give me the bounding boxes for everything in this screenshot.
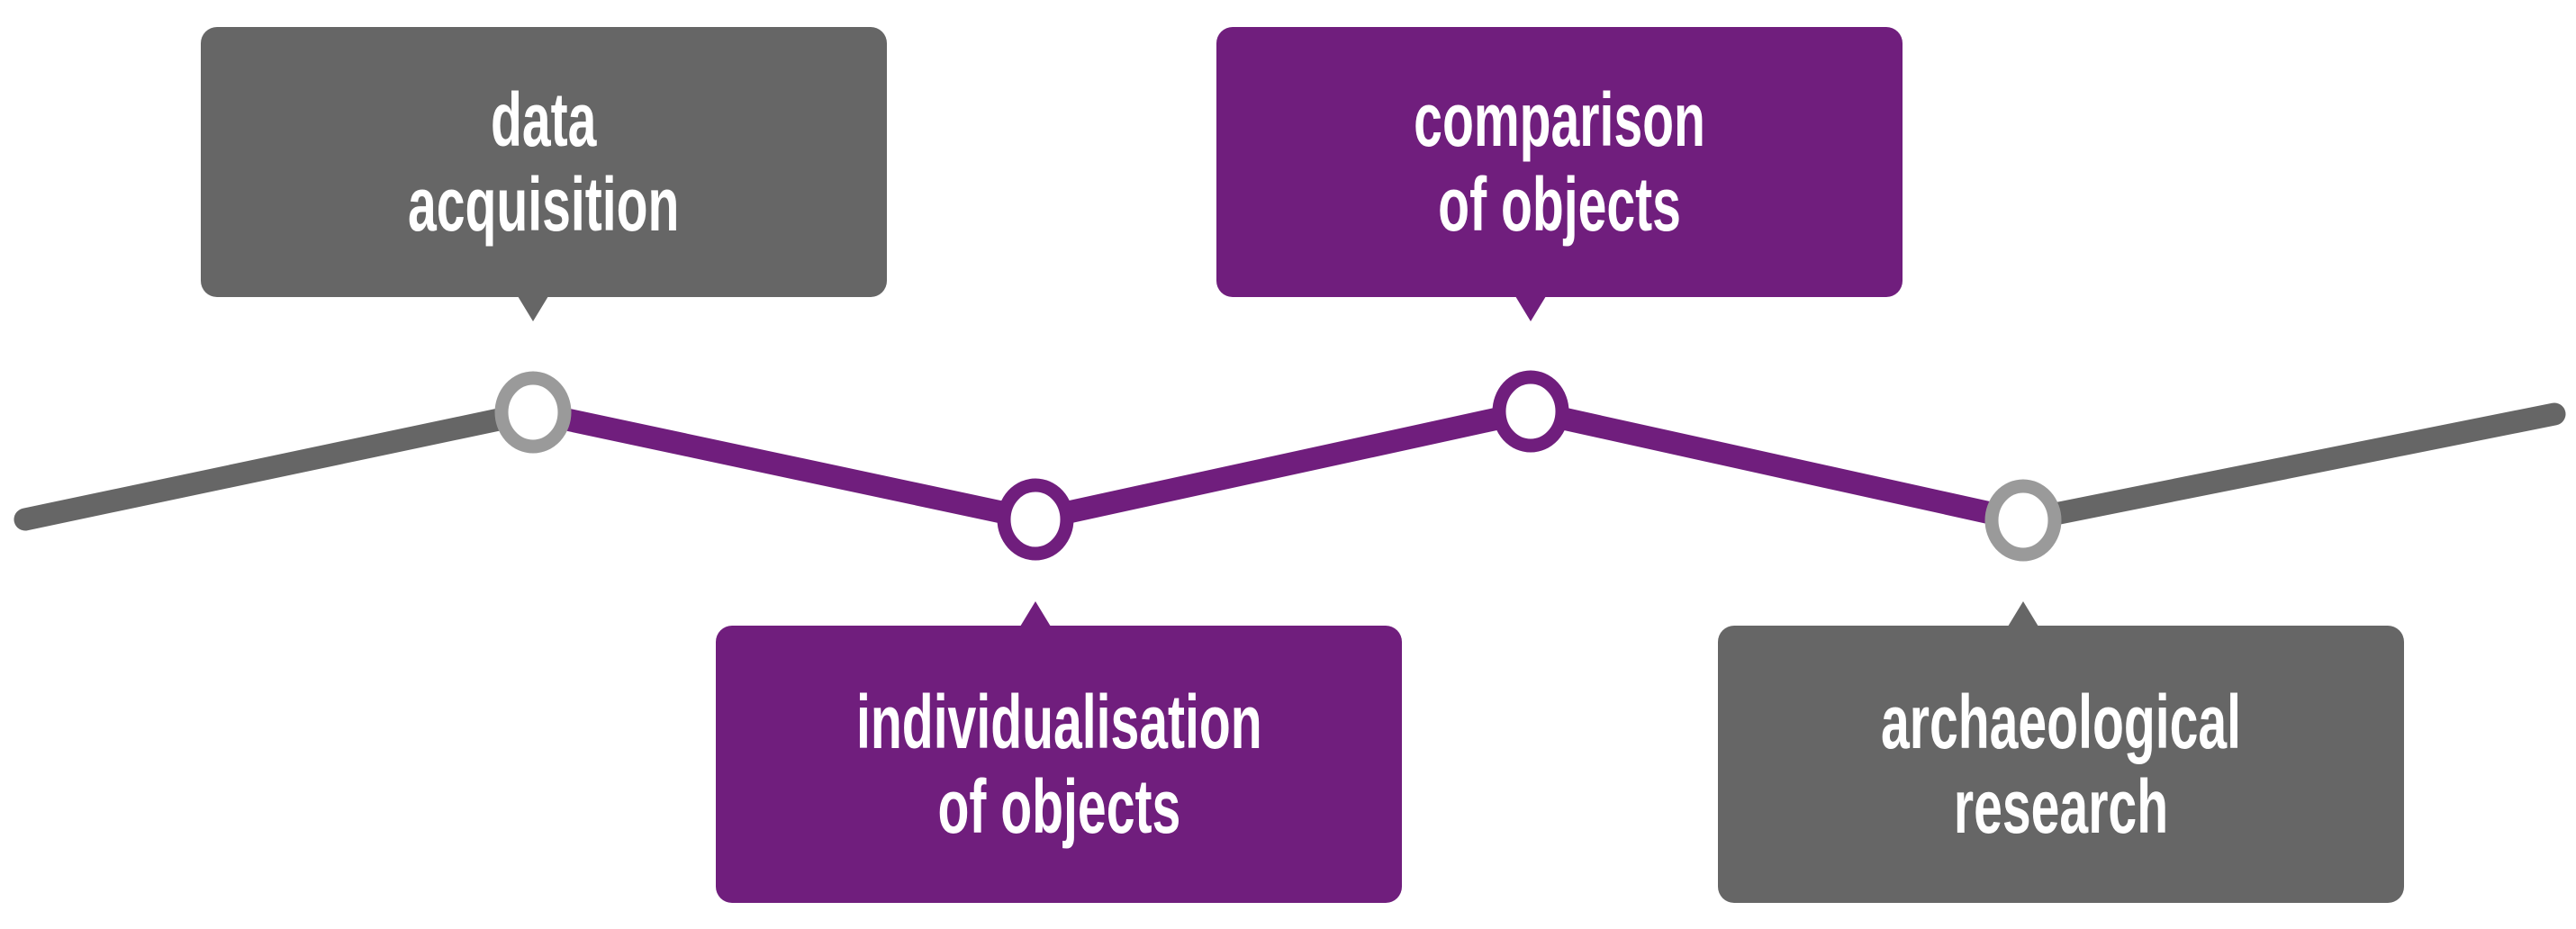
stage-label-data-acquisition: data acquisition xyxy=(408,77,680,247)
line-segment-start-gray xyxy=(14,401,545,531)
stage-bubble-data-acquisition: data acquisition xyxy=(201,27,887,321)
node-3-comparison xyxy=(1492,370,1569,453)
line-segment-3-4-purple xyxy=(1528,400,2026,532)
stage-bubble-archaeological-research: archaeological research xyxy=(1718,601,2404,903)
node-1-data-acquisition xyxy=(494,371,572,454)
node-4-archaeological xyxy=(1984,479,2062,562)
stage-label-individualisation-of-objects: individualisation of objects xyxy=(855,680,1262,849)
bubble-tail-up-icon xyxy=(2008,601,2038,627)
line-segment-1-2-purple xyxy=(530,401,1038,531)
line-segment-end-gray xyxy=(2011,402,2566,532)
stage-label-archaeological-research: archaeological research xyxy=(1880,680,2242,849)
bubble-tail-up-icon xyxy=(1020,601,1051,627)
stage-bubble-individualisation-of-objects: individualisation of objects xyxy=(716,601,1402,903)
bubble-tail-down-icon xyxy=(1515,296,1546,321)
node-2-individualisation xyxy=(997,478,1074,561)
stage-bubble-comparison-of-objects: comparison of objects xyxy=(1216,27,1903,321)
bubble-tail-down-icon xyxy=(518,296,548,321)
line-segment-2-3-purple xyxy=(1033,400,1533,531)
stage-label-comparison-of-objects: comparison of objects xyxy=(1414,77,1705,247)
